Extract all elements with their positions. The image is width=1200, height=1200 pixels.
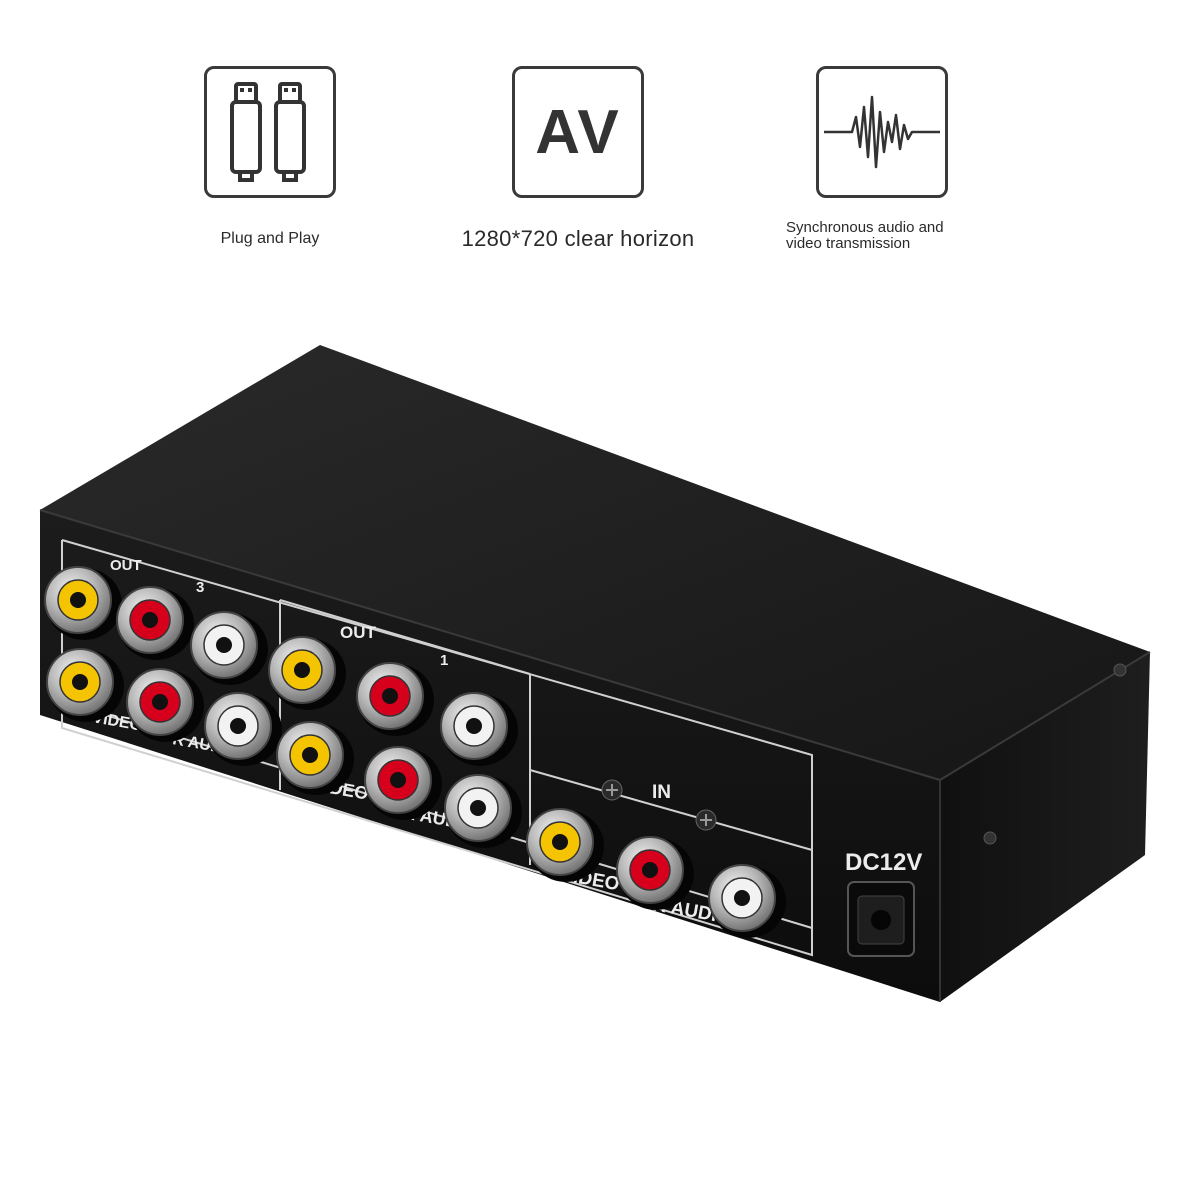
caption-line-2: video transmission xyxy=(786,235,911,252)
feature-caption: Synchronous audio and video transmission xyxy=(786,220,986,252)
rca-jack-audio-left[interactable] xyxy=(708,864,786,938)
feature-caption: Plug and Play xyxy=(220,230,320,247)
rca-jack-audio-right[interactable] xyxy=(126,668,204,742)
rca-jack-video[interactable] xyxy=(268,636,346,710)
rca-jack-video[interactable] xyxy=(46,648,124,722)
feature-av: AV 1280*720 clear horizon xyxy=(448,66,708,252)
rca-jack-audio-left[interactable] xyxy=(190,611,268,685)
out-label-b: OUT xyxy=(340,623,377,642)
plug-icon xyxy=(204,66,336,198)
out-number-b: 1 xyxy=(440,652,448,669)
out-number-a: 3 xyxy=(196,579,204,596)
av-icon-text: AV xyxy=(535,97,621,167)
rca-jack-video[interactable] xyxy=(526,808,604,882)
rca-jack-audio-left[interactable] xyxy=(444,774,522,848)
av-icon: AV xyxy=(512,66,644,198)
feature-plug-and-play: Plug and Play xyxy=(140,66,400,248)
panel-screws xyxy=(601,779,717,831)
rca-jack-audio-left[interactable] xyxy=(204,692,282,766)
power-label: DC12V xyxy=(845,849,922,876)
rca-jack-video[interactable] xyxy=(276,721,354,795)
rca-jack-audio-left[interactable] xyxy=(440,692,518,766)
rca-jack-audio-right[interactable] xyxy=(356,662,434,736)
waveform-icon xyxy=(816,66,948,198)
rca-jack-video[interactable] xyxy=(44,566,122,640)
device-side xyxy=(940,652,1150,1002)
rca-jack-audio-right[interactable] xyxy=(116,586,194,660)
caption-line-1: Synchronous audio and xyxy=(786,219,944,236)
dc-power-jack[interactable] xyxy=(847,881,915,957)
feature-synchronous: Synchronous audio and video transmission xyxy=(752,66,1012,252)
in-label: IN xyxy=(652,782,671,803)
av-splitter-device: OUT 3 OUT 1 IN VIDEO R AUDIO L VIDEO R A… xyxy=(39,345,1151,1002)
device-top xyxy=(40,345,1150,780)
out-label-a: OUT xyxy=(110,557,142,574)
rca-jack-audio-right[interactable] xyxy=(364,746,442,820)
rca-jacks xyxy=(44,566,786,938)
rca-jack-audio-right[interactable] xyxy=(616,836,694,910)
feature-caption: 1280*720 clear horizon xyxy=(461,226,695,251)
